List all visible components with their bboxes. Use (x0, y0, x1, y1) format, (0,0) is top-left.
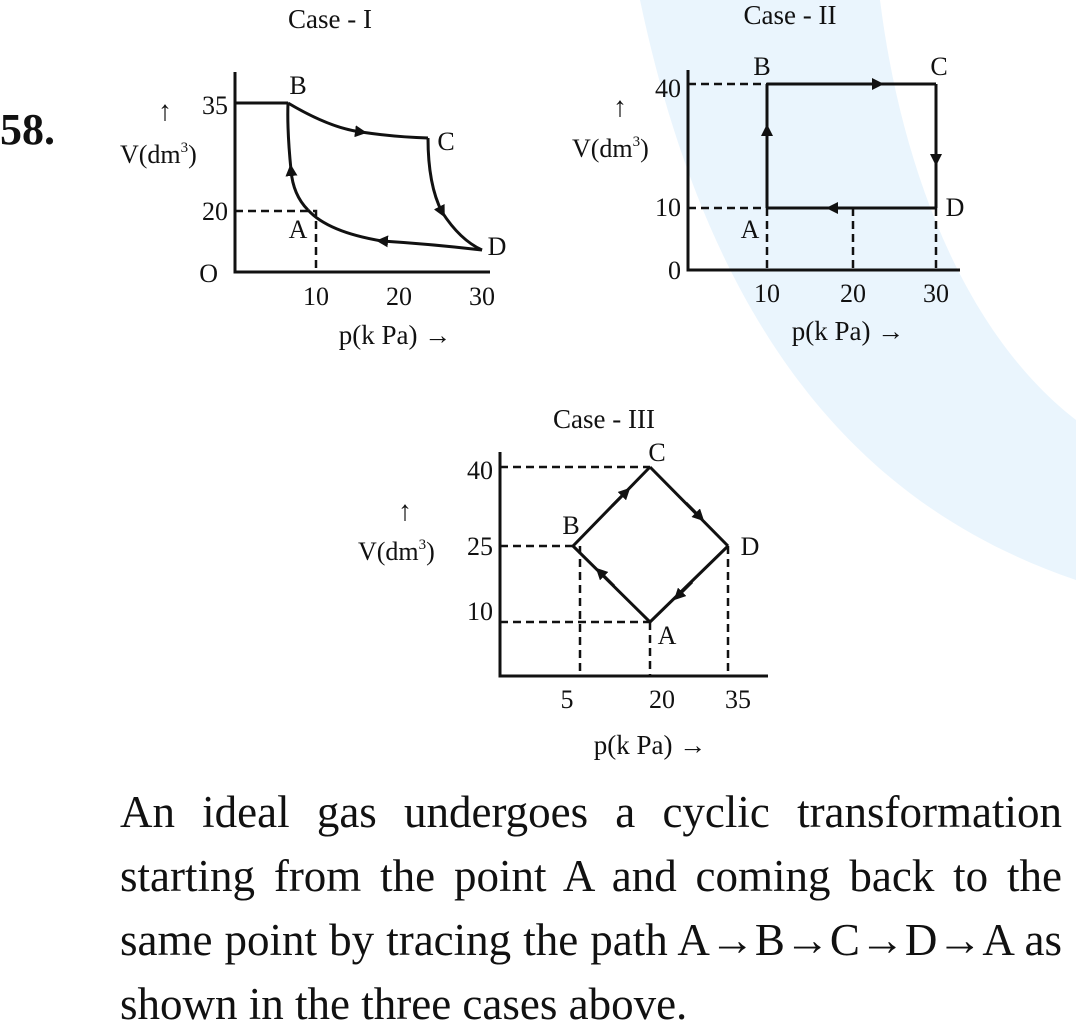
case3-xtick-5: 5 (561, 685, 574, 714)
case2-origin-label: 0 (668, 256, 681, 285)
case2-ylabel-arrow: ↑ (613, 92, 627, 123)
case2-ytick-40: 40 (655, 74, 681, 103)
case2-ylabel: V(dm3) (572, 134, 649, 163)
case3-xlabel: p(k Pa) → (594, 730, 706, 760)
case1-path-ab (286, 102, 293, 171)
case2-xtick-20: 20 (840, 279, 866, 308)
case3-xtick-20: 20 (649, 685, 675, 714)
case2-title: Case - II (744, 0, 837, 30)
case2-ytick-10: 10 (655, 193, 681, 222)
case3-axes (498, 452, 768, 678)
case3-arrow-cd (684, 501, 705, 522)
case2-xtick-30: 30 (923, 279, 949, 308)
case3-ylabel: V(dm3) (358, 537, 435, 566)
case1-ytick-20: 20 (202, 197, 228, 226)
case3-ytick-10: 10 (467, 597, 493, 626)
question-text: An ideal gas undergoes a cyclic transfor… (120, 787, 1062, 1029)
case1-axes (233, 72, 490, 274)
case1-path-ab-arrow (285, 164, 310, 212)
case1-point-d: D (488, 232, 507, 261)
case3-ytick-25: 25 (467, 532, 493, 561)
case3-figure: Case - III ↑ V(dm3) 40 25 10 5 20 35 p(k… (358, 404, 768, 760)
case1-xtick-10: 10 (303, 282, 329, 311)
case1-ytick-35: 35 (202, 91, 228, 120)
question-number: 58. (0, 105, 55, 154)
case1-path-da (306, 208, 383, 243)
case3-point-d: D (741, 532, 760, 561)
case1-path-bc (360, 130, 429, 140)
case2-point-d: D (946, 193, 965, 222)
case1-path-da-arrow (376, 235, 483, 252)
case3-ytick-40: 40 (467, 456, 493, 485)
case1-xtick-30: 30 (469, 282, 495, 311)
case2-point-c: C (930, 52, 947, 81)
case3-arrow-ab (595, 567, 616, 588)
case1-point-b: B (289, 71, 306, 100)
case1-origin-label: O (199, 259, 218, 288)
case2-point-b: B (753, 52, 770, 81)
case1-path-cd-arrow (426, 137, 445, 218)
case1-xlabel: p(k Pa) → (339, 320, 451, 350)
case1-dashed-guide (235, 209, 318, 272)
case1-point-c: C (437, 127, 454, 156)
case3-point-b: B (562, 511, 579, 540)
case1-point-a: A (289, 215, 308, 244)
case1-ylabel-arrow: ↑ (158, 96, 172, 127)
case1-title: Case - I (288, 4, 372, 34)
case2-xtick-10: 10 (754, 279, 780, 308)
case3-point-a: A (658, 621, 677, 650)
case2-axes (686, 70, 960, 272)
figures: Case - I ↑ V(dm3) O 35 20 10 20 30 p(k P… (120, 0, 964, 760)
case3-point-c: C (648, 438, 665, 467)
case2-figure: Case - II ↑ V(dm3) 40 10 0 10 20 30 p(k … (572, 0, 964, 346)
case3-xtick-35: 35 (725, 685, 751, 714)
case2-point-a: A (741, 215, 760, 244)
case3-title: Case - III (553, 404, 655, 434)
case1-ylabel: V(dm3) (120, 140, 197, 169)
case3-ylabel-arrow: ↑ (398, 496, 412, 527)
case1-xtick-20: 20 (386, 282, 412, 311)
case2-xlabel: p(k Pa) → (792, 316, 904, 346)
case1-path-cd (440, 211, 483, 252)
case1-figure: Case - I ↑ V(dm3) O 35 20 10 20 30 p(k P… (120, 4, 506, 350)
case1-path-bc-arrow (287, 101, 367, 138)
case3-path-bc (571, 465, 652, 548)
case3-arrow-da (673, 580, 694, 601)
case3-arrow-bc (610, 487, 631, 508)
